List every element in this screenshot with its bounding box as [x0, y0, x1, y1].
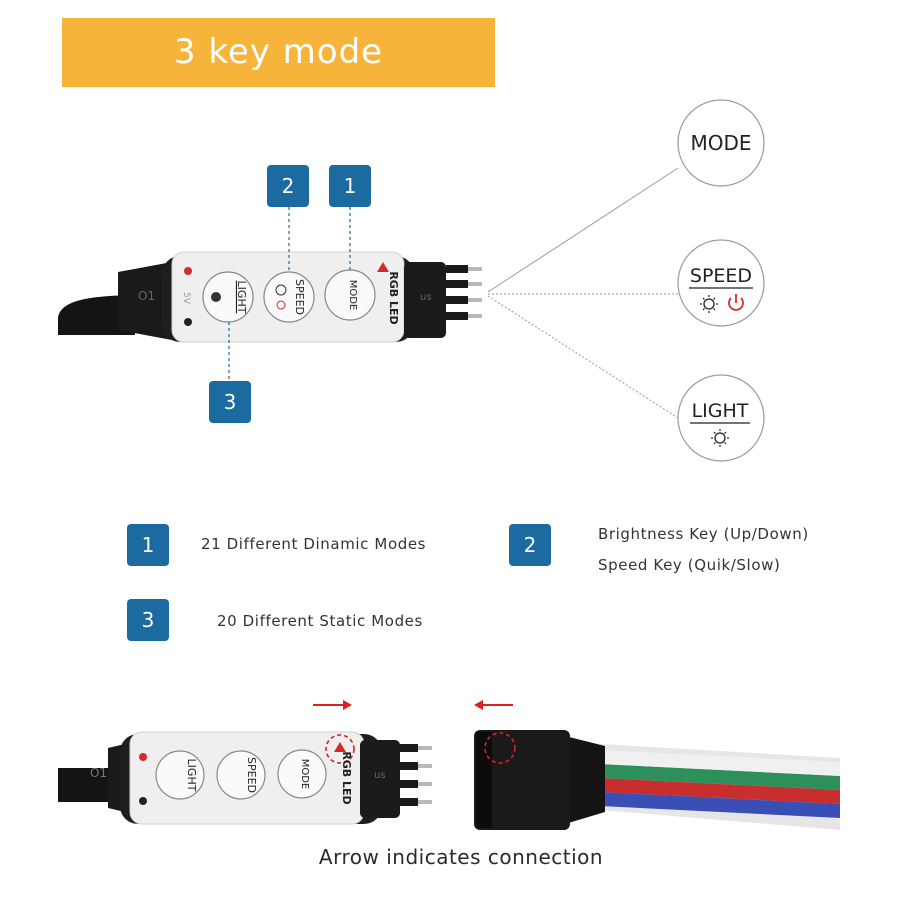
- badge-3: 3: [209, 381, 251, 423]
- legend-text-3: 20 Different Static Modes: [217, 612, 423, 630]
- svg-text:MODE: MODE: [299, 759, 310, 790]
- svg-text:us: us: [420, 292, 432, 303]
- speed-button: [263, 271, 315, 323]
- sun-icon: [275, 284, 287, 296]
- connector-head: [404, 262, 446, 338]
- legend-badge-2: 2: [509, 524, 551, 566]
- bottom-controller: O1 LIGHT SPEED MODE RGB LED us: [58, 731, 432, 825]
- sun-icon: [700, 295, 718, 313]
- svg-text:5V: 5V: [181, 292, 191, 305]
- connector-pins: [446, 265, 482, 320]
- svg-text:SPEED: SPEED: [245, 757, 258, 793]
- badge-1: 1: [329, 165, 371, 207]
- badge-2: 2: [267, 165, 309, 207]
- light-button-bottom: [155, 750, 205, 800]
- title-banner: 3 key mode: [62, 18, 495, 87]
- svg-text:RGB LED: RGB LED: [340, 751, 353, 804]
- callout-line-mode: [487, 167, 679, 293]
- svg-text:MODE: MODE: [347, 280, 358, 311]
- callout-line-light: [487, 295, 679, 419]
- power-icon: [276, 300, 286, 310]
- plus-marker: [184, 267, 192, 275]
- warning-icon: [377, 262, 389, 272]
- callout-circle-light: [677, 374, 765, 462]
- legend-text-1: 21 Different Dinamic Modes: [201, 535, 427, 553]
- page-title: 3 key mode: [173, 32, 384, 72]
- arrow-left-icon: [474, 700, 513, 710]
- top-controller: O1 5V LIGHT SPEED MODE RGB LED us: [58, 251, 482, 343]
- connection-marker: [484, 732, 516, 764]
- mode-button-bottom: [277, 749, 327, 799]
- controller-endcap: [118, 262, 172, 340]
- legend-text-2b: Speed Key (Quik/Slow): [598, 556, 781, 574]
- svg-text:LIGHT: LIGHT: [235, 281, 248, 314]
- legend-badge-1: 1: [127, 524, 169, 566]
- caption: Arrow indicates connection: [318, 845, 604, 869]
- connection-marker: [325, 734, 355, 764]
- svg-text:O1: O1: [90, 766, 107, 780]
- sun-icon: [711, 429, 729, 447]
- svg-text:SPEED: SPEED: [690, 265, 752, 287]
- light-button: [202, 271, 254, 323]
- svg-text:RGB LED: RGB LED: [387, 271, 400, 324]
- svg-text:SPEED: SPEED: [293, 279, 306, 315]
- legend-text-2a: Brightness Key (Up/Down): [598, 525, 809, 543]
- sun-icon: [211, 292, 221, 302]
- speed-button-bottom: [216, 750, 266, 800]
- callout-circle-mode: [677, 99, 765, 187]
- legend-badge-3: 3: [127, 599, 169, 641]
- pin-label: O1: [138, 289, 155, 303]
- minus-marker: [184, 318, 192, 326]
- arrow-right-icon: [313, 700, 352, 710]
- svg-text:LIGHT: LIGHT: [692, 400, 749, 422]
- power-icon: [728, 294, 744, 311]
- svg-text:MODE: MODE: [690, 131, 751, 155]
- svg-text:LIGHT: LIGHT: [185, 759, 198, 792]
- svg-text:us: us: [374, 770, 386, 781]
- female-connector: [474, 730, 840, 830]
